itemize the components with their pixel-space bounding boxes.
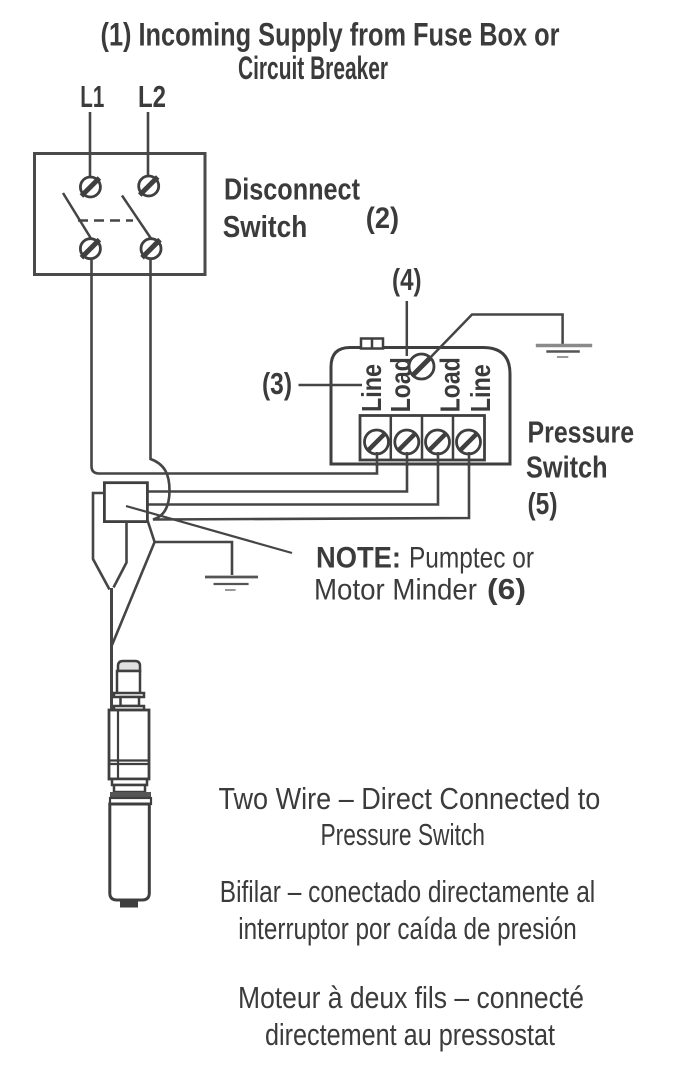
svg-text:Load: Load [435, 357, 466, 412]
svg-text:Switch: Switch [223, 209, 308, 244]
svg-text:Line: Line [356, 364, 387, 412]
svg-text:L1: L1 [80, 79, 104, 114]
svg-text:(4): (4) [392, 262, 422, 297]
svg-text:Motor Minder: Motor Minder [314, 574, 477, 607]
svg-text:Pumptec or: Pumptec or [409, 542, 534, 575]
svg-text:(3): (3) [262, 366, 292, 401]
svg-text:L2: L2 [138, 79, 166, 114]
svg-text:Disconnect: Disconnect [224, 172, 360, 207]
svg-text:Circuit Breaker: Circuit Breaker [238, 50, 388, 86]
svg-text:Pressure: Pressure [528, 415, 635, 450]
svg-text:Pressure Switch: Pressure Switch [320, 817, 485, 852]
svg-text:(2): (2) [366, 202, 399, 235]
svg-text:Two Wire – Direct Connected to: Two Wire – Direct Connected to [219, 781, 601, 816]
svg-text:(1) Incoming Supply from Fuse: (1) Incoming Supply from Fuse Box or [101, 17, 560, 53]
svg-text:Bifilar – conectado directamen: Bifilar – conectado directamente al [220, 874, 596, 909]
svg-text:Moteur à deux fils – connecté: Moteur à deux fils – connecté [238, 980, 584, 1015]
svg-text:(5): (5) [528, 486, 558, 521]
svg-text:directement au pressostat: directement au pressostat [265, 1017, 555, 1052]
svg-text:NOTE:: NOTE: [316, 542, 401, 575]
svg-text:Switch: Switch [526, 450, 608, 485]
svg-text:(6): (6) [487, 574, 526, 606]
svg-text:interruptor por caída de presi: interruptor por caída de presión [238, 911, 577, 946]
svg-text:Line: Line [465, 364, 496, 412]
